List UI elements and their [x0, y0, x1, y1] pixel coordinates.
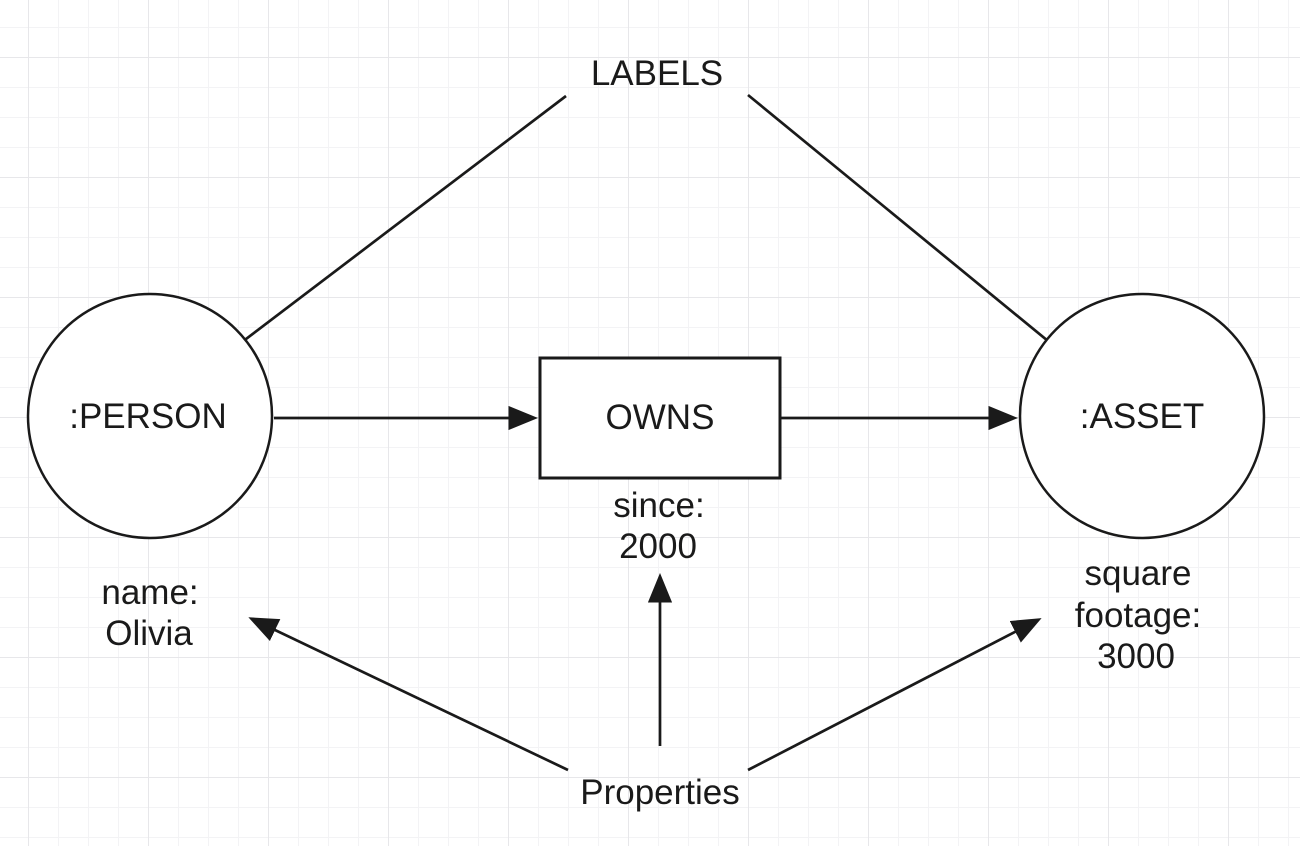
- owns-property-line-2[interactable]: 2000: [619, 527, 697, 566]
- person-node-label[interactable]: :PERSON: [69, 397, 227, 436]
- asset-node-circle[interactable]: [1018, 292, 1266, 540]
- owns-relationship-box[interactable]: [538, 356, 782, 480]
- properties-annotation-title[interactable]: Properties: [580, 773, 740, 812]
- labels-annotation-title[interactable]: LABELS: [591, 54, 723, 93]
- arrow-properties-to-footage[interactable]: [747, 618, 1042, 772]
- asset-property-line-3[interactable]: 3000: [1097, 637, 1175, 676]
- owns-property-line-1[interactable]: since:: [613, 486, 704, 525]
- person-node-circle[interactable]: [26, 292, 274, 540]
- asset-node-label[interactable]: :ASSET: [1080, 397, 1204, 436]
- asset-property-line-2[interactable]: footage:: [1075, 596, 1202, 635]
- arrow-labels-to-person[interactable]: [188, 94, 567, 383]
- person-property-line-2[interactable]: Olivia: [105, 614, 193, 653]
- owns-relationship-label[interactable]: OWNS: [606, 398, 715, 437]
- person-property-line-1[interactable]: name:: [101, 573, 198, 612]
- arrow-properties-to-name[interactable]: [248, 617, 569, 772]
- asset-property-line-1[interactable]: square: [1084, 554, 1191, 593]
- arrow-labels-to-asset[interactable]: [747, 93, 1102, 385]
